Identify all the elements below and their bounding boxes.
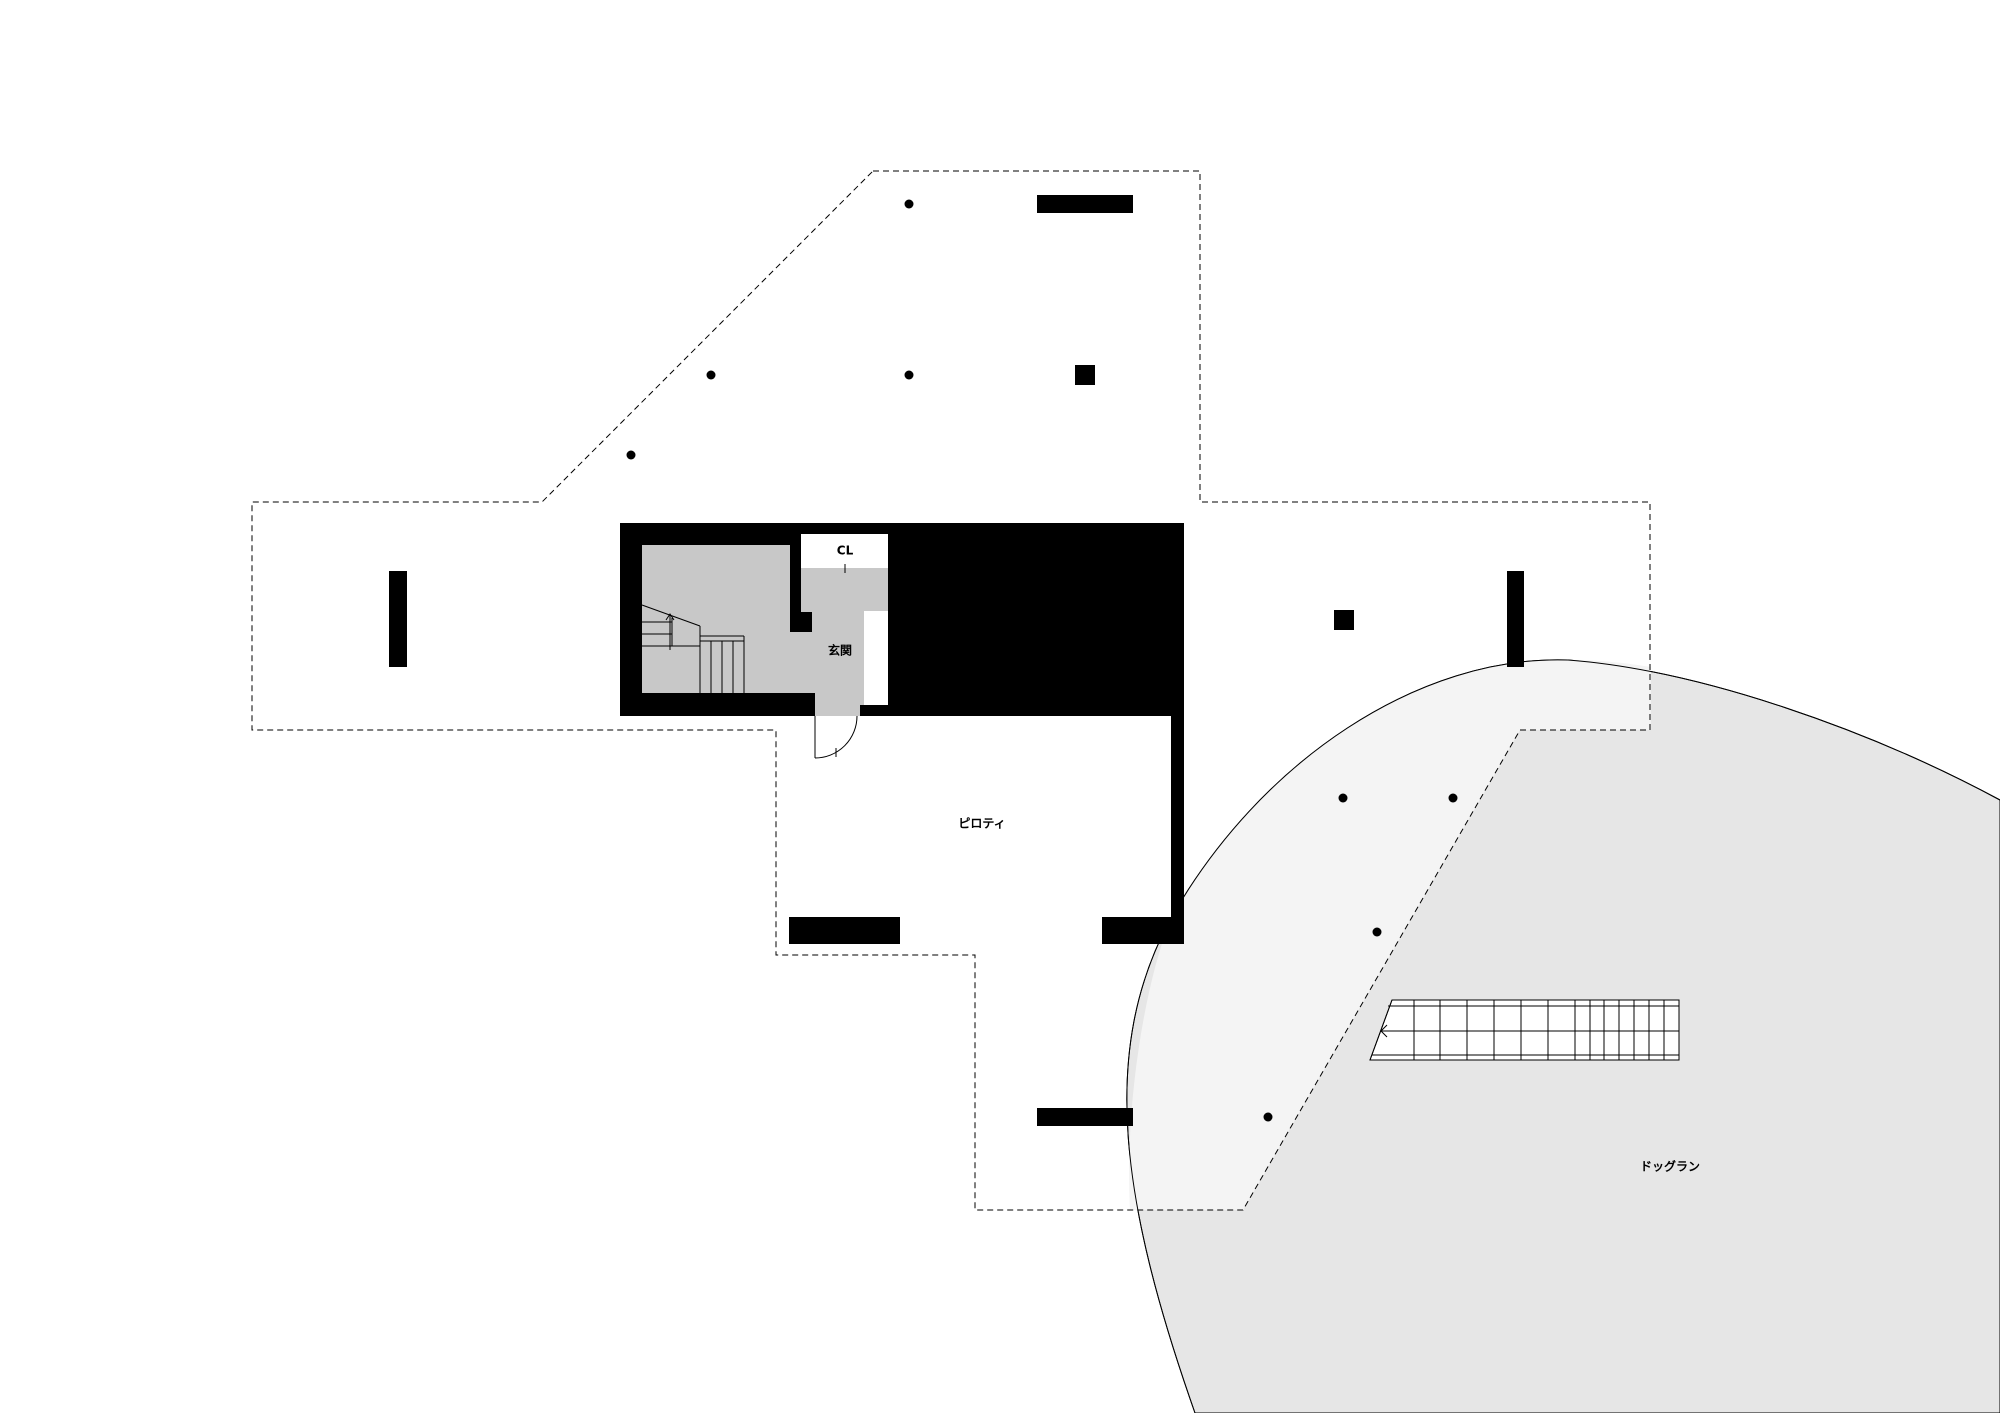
entrance-area xyxy=(790,568,888,716)
column-round xyxy=(1372,927,1382,937)
pilotis-label: ピロティ xyxy=(958,817,1005,831)
dog-run-label: ドッグラン xyxy=(1640,1159,1700,1174)
wall-segment-left xyxy=(389,571,407,667)
column-square-right xyxy=(1334,610,1354,630)
column-round xyxy=(1338,793,1348,803)
shoe-cabinet xyxy=(864,611,888,705)
pilotis-wall-bottom xyxy=(1102,917,1184,944)
column-round xyxy=(706,370,716,380)
column-round xyxy=(1448,793,1458,803)
interior-stair xyxy=(641,604,745,693)
entrance-label: 玄関 xyxy=(828,643,852,658)
exterior-stair xyxy=(1369,999,1680,1061)
closet xyxy=(801,534,888,568)
dog-run-overlap-area xyxy=(1129,659,1651,1210)
column-round xyxy=(904,370,914,380)
column-square-top xyxy=(1075,365,1095,385)
wall-segment-pilotis xyxy=(789,917,900,944)
entrance-door[interactable] xyxy=(814,715,858,759)
wall-segment-bottom xyxy=(1037,1108,1133,1126)
stair-tread xyxy=(1369,999,1393,1061)
pilotis-wall-vertical xyxy=(1171,716,1184,944)
column-round xyxy=(1263,1112,1273,1122)
dog-run-edge-right xyxy=(1567,659,2000,801)
stair-hall xyxy=(642,545,790,693)
column-round xyxy=(626,450,636,460)
closet-label: CL xyxy=(837,544,854,558)
column-round xyxy=(904,199,914,209)
wall-segment-top xyxy=(1037,195,1133,213)
wall-segment-right xyxy=(1507,571,1524,667)
roof-outline xyxy=(251,170,1651,1211)
